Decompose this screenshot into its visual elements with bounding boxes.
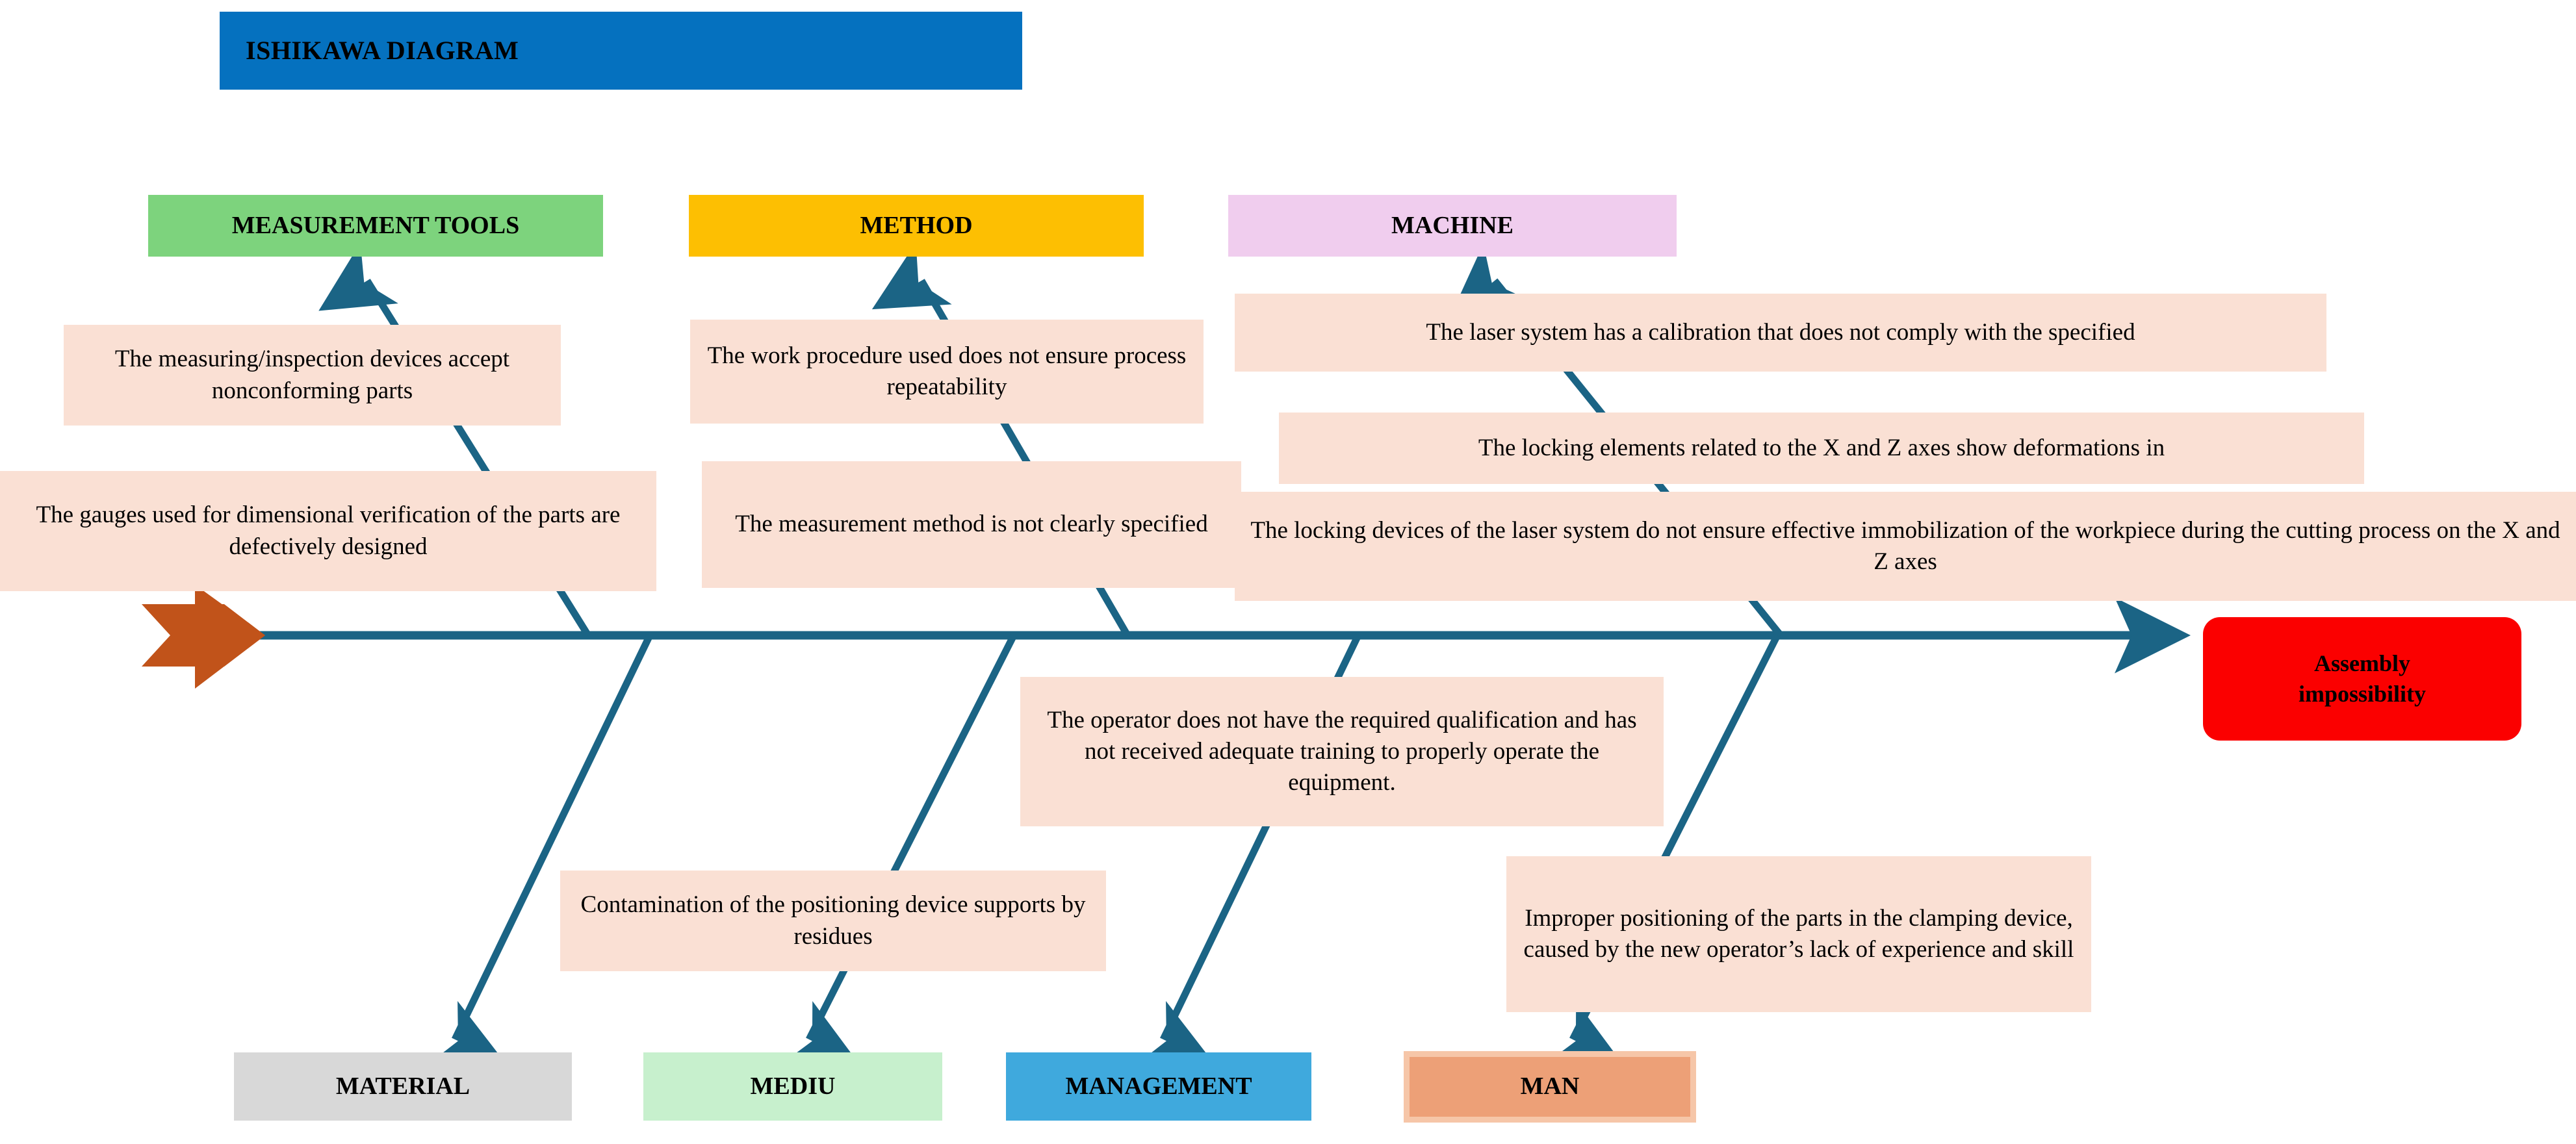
category-label-measurement-tools: MEASUREMENT TOOLS — [231, 211, 520, 239]
cause-text-method-2: The measurement method is not clearly sp… — [735, 511, 1208, 538]
category-label-method: METHOD — [860, 211, 973, 239]
category-header-method[interactable]: METHOD — [689, 195, 1144, 257]
cause-text-measurement-2: The gauges used for dimensional verifica… — [36, 502, 621, 560]
cause-box-machine-1[interactable]: The laser system has a calibration that … — [1235, 294, 2326, 372]
category-header-machine[interactable]: MACHINE — [1228, 195, 1677, 257]
category-header-man[interactable]: MAN — [1404, 1051, 1696, 1123]
category-label-mediu: MEDIU — [750, 1072, 836, 1100]
cause-text-machine-2: The locking elements related to the X an… — [1478, 434, 2165, 461]
effect-text-line-2: impossibility — [2298, 681, 2427, 707]
start-arrow-icon — [142, 604, 265, 667]
cause-box-man-1[interactable]: Improper positioning of the parts in the… — [1506, 856, 2091, 1012]
category-label-machine: MACHINE — [1391, 211, 1513, 239]
bone-material — [426, 633, 653, 1065]
category-label-material: MATERIAL — [335, 1072, 470, 1100]
cause-text-method-1: The work procedure used does not ensure … — [707, 342, 1187, 400]
start-arrow-tail — [195, 585, 265, 689]
cause-text-mediu-1: Contamination of the positioning device … — [580, 891, 1086, 950]
category-header-material[interactable]: MATERIAL — [234, 1052, 572, 1121]
cause-box-management-1[interactable]: The operator does not have the required … — [1020, 677, 1664, 826]
category-header-management[interactable]: MANAGEMENT — [1006, 1052, 1311, 1121]
cause-box-machine-3[interactable]: The locking devices of the laser system … — [1235, 492, 2576, 601]
effect-box-assembly-impossibility[interactable]: Assembly impossibility — [2203, 617, 2521, 741]
category-header-measurement-tools[interactable]: MEASUREMENT TOOLS — [148, 195, 603, 257]
category-label-man: MAN — [1520, 1073, 1580, 1100]
cause-text-measurement-1: The measuring/inspection devices accept … — [114, 346, 510, 404]
diagram-title-text: ISHIKAWA DIAGRAM — [246, 36, 519, 65]
bone-mediu — [780, 633, 1017, 1065]
cause-text-management-1: The operator does not have the required … — [1047, 706, 1637, 796]
cause-box-measurement-2[interactable]: The gauges used for dimensional verifica… — [0, 471, 656, 591]
diagram-title-banner: ISHIKAWA DIAGRAM — [220, 12, 1022, 90]
cause-text-man-1: Improper positioning of the parts in the… — [1523, 904, 2074, 963]
cause-box-method-2[interactable]: The measurement method is not clearly sp… — [702, 461, 1241, 588]
cause-text-machine-1: The laser system has a calibration that … — [1426, 318, 2135, 346]
cause-box-measurement-1[interactable]: The measuring/inspection devices accept … — [64, 325, 561, 426]
cause-box-method-1[interactable]: The work procedure used does not ensure … — [690, 320, 1204, 424]
cause-box-machine-2[interactable]: The locking elements related to the X an… — [1279, 413, 2364, 484]
category-header-mediu[interactable]: MEDIU — [643, 1052, 942, 1121]
category-label-management: MANAGEMENT — [1065, 1072, 1252, 1100]
effect-text-line-1: Assembly — [2313, 650, 2410, 677]
cause-text-machine-3: The locking devices of the laser system … — [1250, 516, 2560, 575]
cause-box-mediu-1[interactable]: Contamination of the positioning device … — [560, 871, 1106, 971]
